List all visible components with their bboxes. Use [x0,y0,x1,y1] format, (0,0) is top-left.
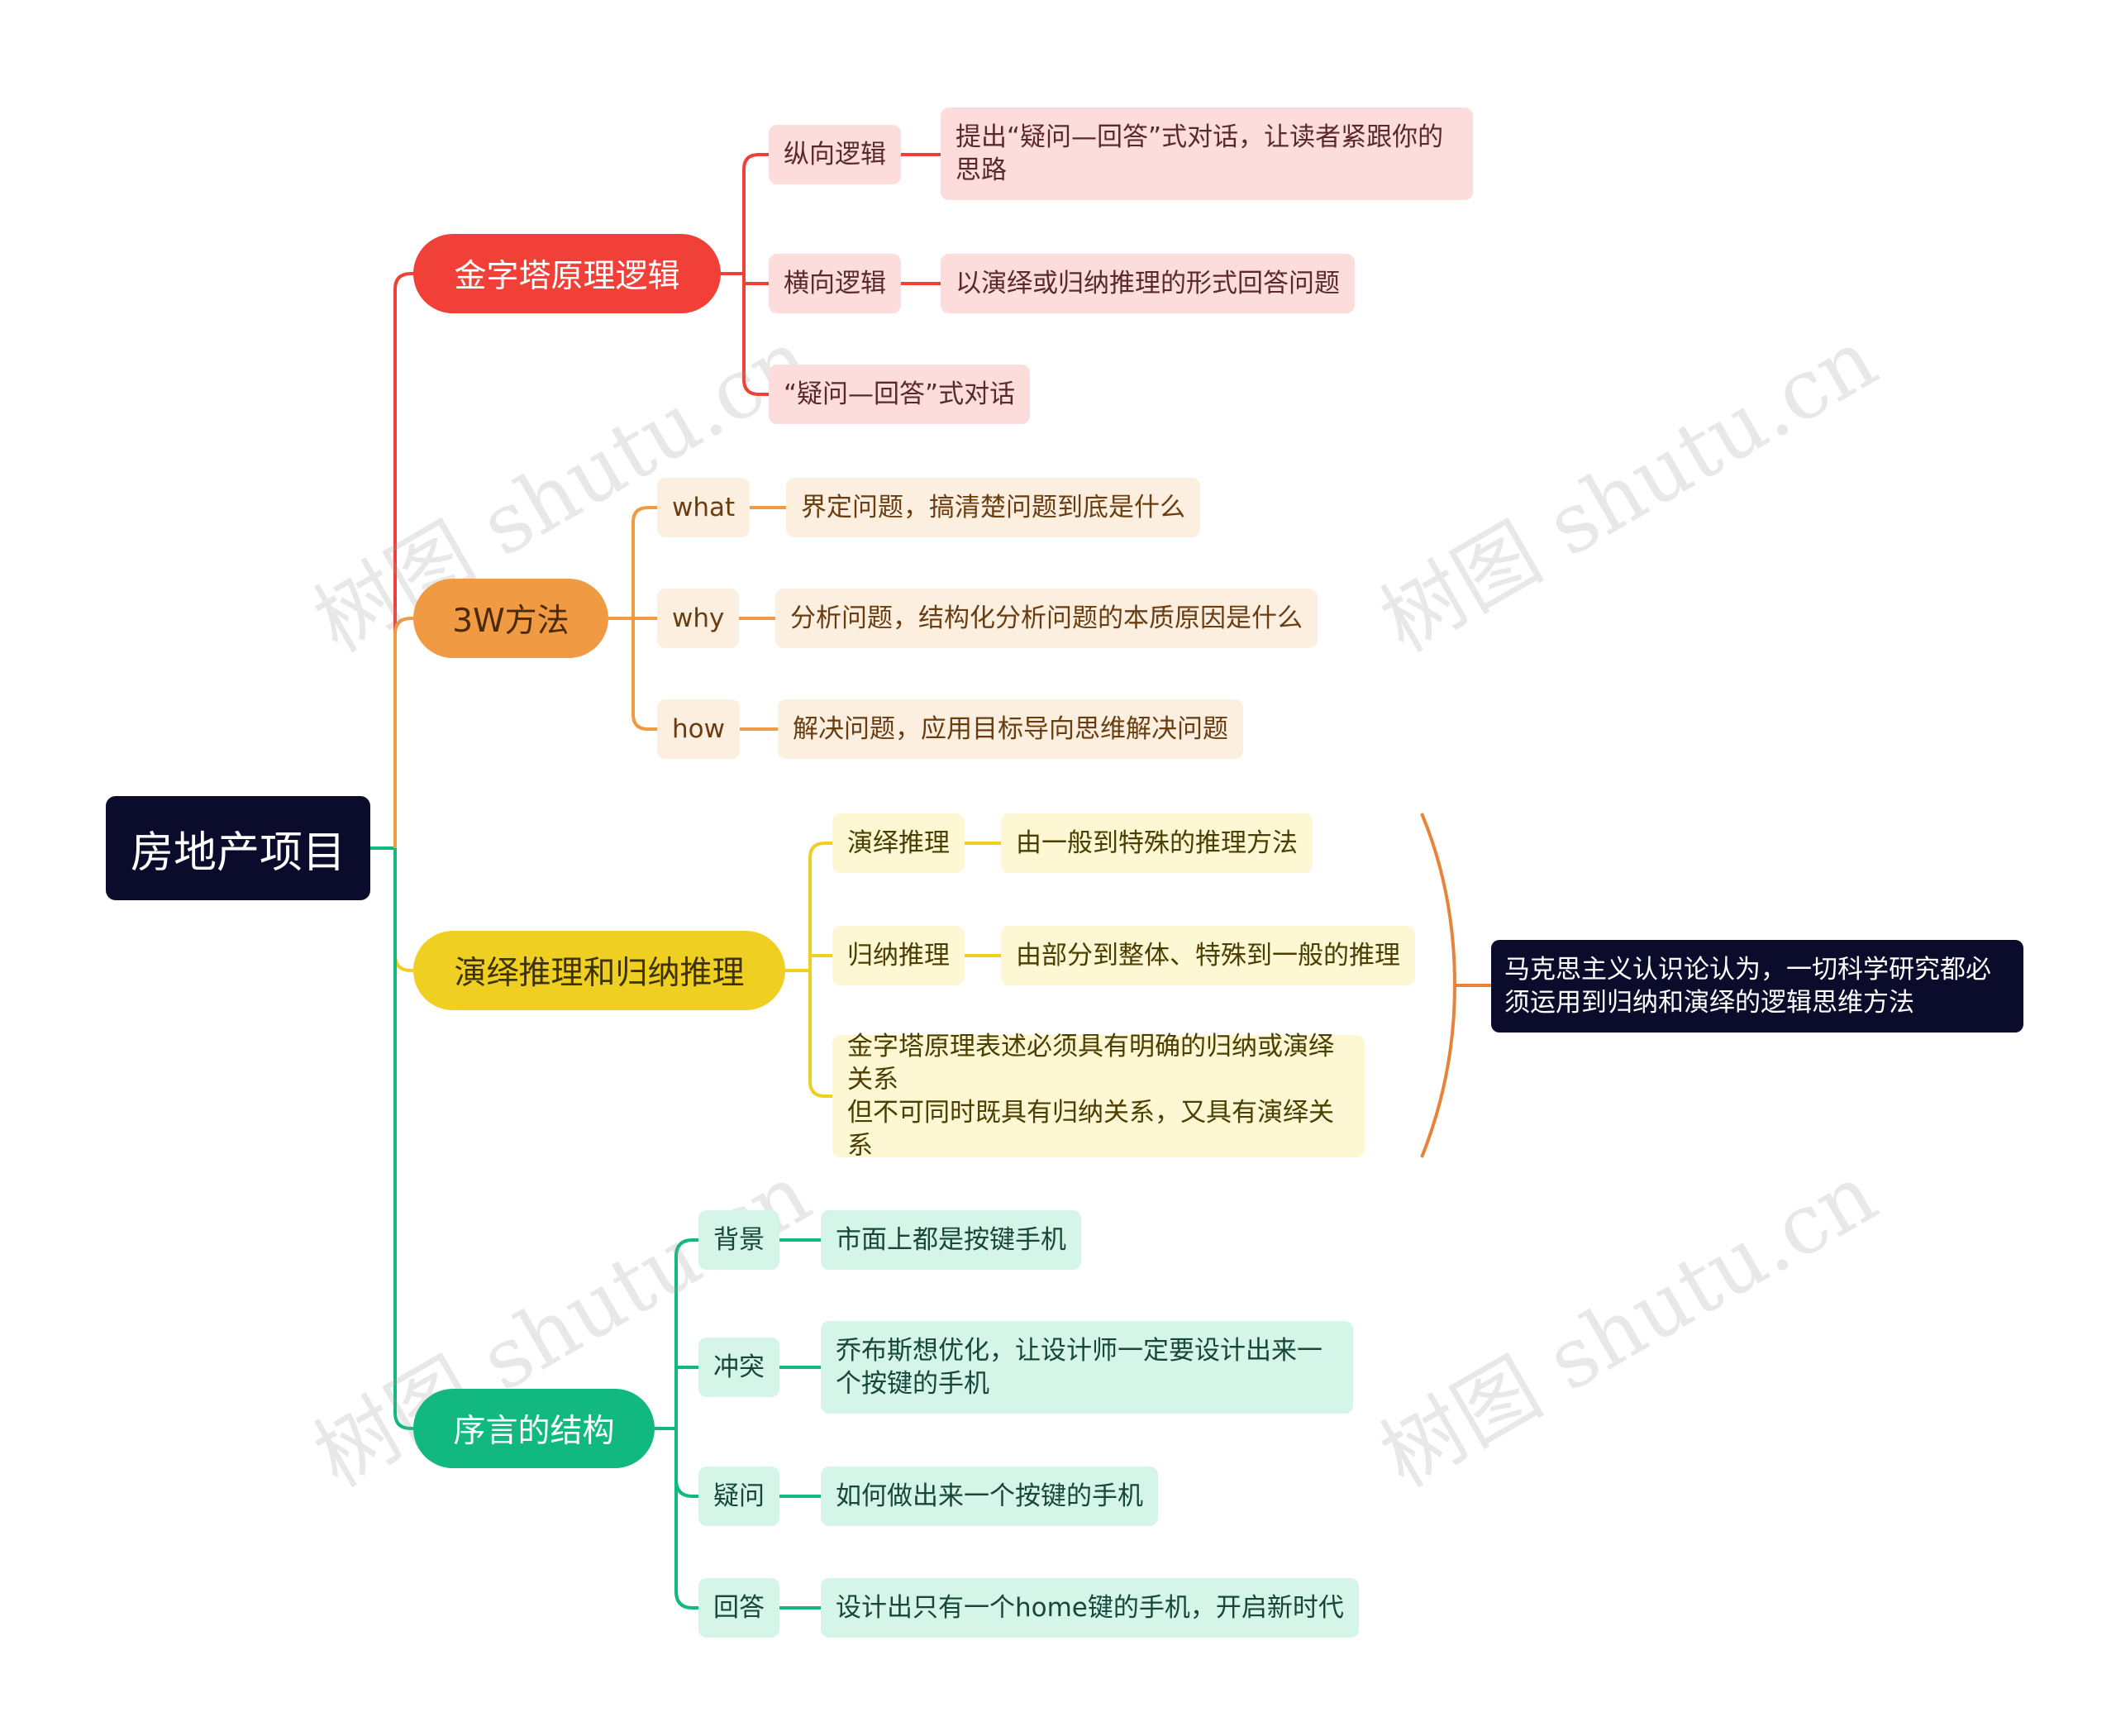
node-background-detail[interactable]: 市面上都是按键手机 [821,1210,1081,1270]
node-answer-detail[interactable]: 设计出只有一个home键的手机，开启新时代 [821,1578,1359,1638]
node-statement[interactable]: 金字塔原理表述必须具有明确的归纳或演绎关系 但不可同时既具有归纳关系，又具有演绎… [832,1032,1365,1161]
branch-preface[interactable]: 序言的结构 [413,1389,655,1468]
node-what-detail[interactable]: 界定问题，搞清楚问题到底是什么 [786,478,1200,537]
node-how[interactable]: how [657,699,740,759]
branch-preface-label: 序言的结构 [453,1413,615,1450]
node-how-detail[interactable]: 解决问题，应用目标导向思维解决问题 [778,699,1243,759]
node-dialogue[interactable]: “疑问—回答”式对话 [769,365,1031,424]
node-answer[interactable]: 回答 [698,1578,779,1638]
node-conflict-detail[interactable]: 乔布斯想优化，让设计师一定要设计出来一个按键的手机 [821,1321,1353,1414]
node-why[interactable]: why [657,589,740,648]
node-deduction-detail[interactable]: 由一般到特殊的推理方法 [1001,813,1313,873]
node-conflict[interactable]: 冲突 [698,1338,779,1397]
node-horizontal-logic[interactable]: 横向逻辑 [769,254,901,313]
node-what[interactable]: what [657,478,751,537]
statement-line-2: 但不可同时既具有归纳关系，又具有演绎关系 [847,1098,1334,1161]
branch-pyramid-label: 金字塔原理逻辑 [454,258,680,295]
branch-reasoning[interactable]: 演绎推理和归纳推理 [413,931,785,1010]
branch-pyramid[interactable]: 金字塔原理逻辑 [413,234,721,313]
summary-note[interactable]: 马克思主义认识论认为，一切科学研究都必须运用到归纳和演绎的逻辑思维方法 [1491,940,2023,1033]
node-induction-detail[interactable]: 由部分到整体、特殊到一般的推理 [1001,926,1415,985]
node-background[interactable]: 背景 [698,1210,779,1270]
node-vertical-logic[interactable]: 纵向逻辑 [769,125,901,184]
branch-reasoning-label: 演绎推理和归纳推理 [454,955,745,992]
node-question[interactable]: 疑问 [698,1467,779,1526]
node-horizontal-detail[interactable]: 以演绎或归纳推理的形式回答问题 [941,254,1355,313]
node-question-detail[interactable]: 如何做出来一个按键的手机 [821,1467,1158,1526]
node-induction[interactable]: 归纳推理 [832,926,965,985]
node-why-detail[interactable]: 分析问题，结构化分析问题的本质原因是什么 [775,589,1318,648]
statement-line-1: 金字塔原理表述必须具有明确的归纳或演绎关系 [847,1032,1334,1095]
root-label: 房地产项目 [130,827,346,878]
node-deduction[interactable]: 演绎推理 [832,813,965,873]
branch-3w[interactable]: 3W方法 [413,579,608,658]
node-vertical-detail[interactable]: 提出“疑问—回答”式对话，让读者紧跟你的思路 [941,107,1473,200]
root-node[interactable]: 房地产项目 [106,796,370,900]
branch-3w-label: 3W方法 [452,603,570,640]
